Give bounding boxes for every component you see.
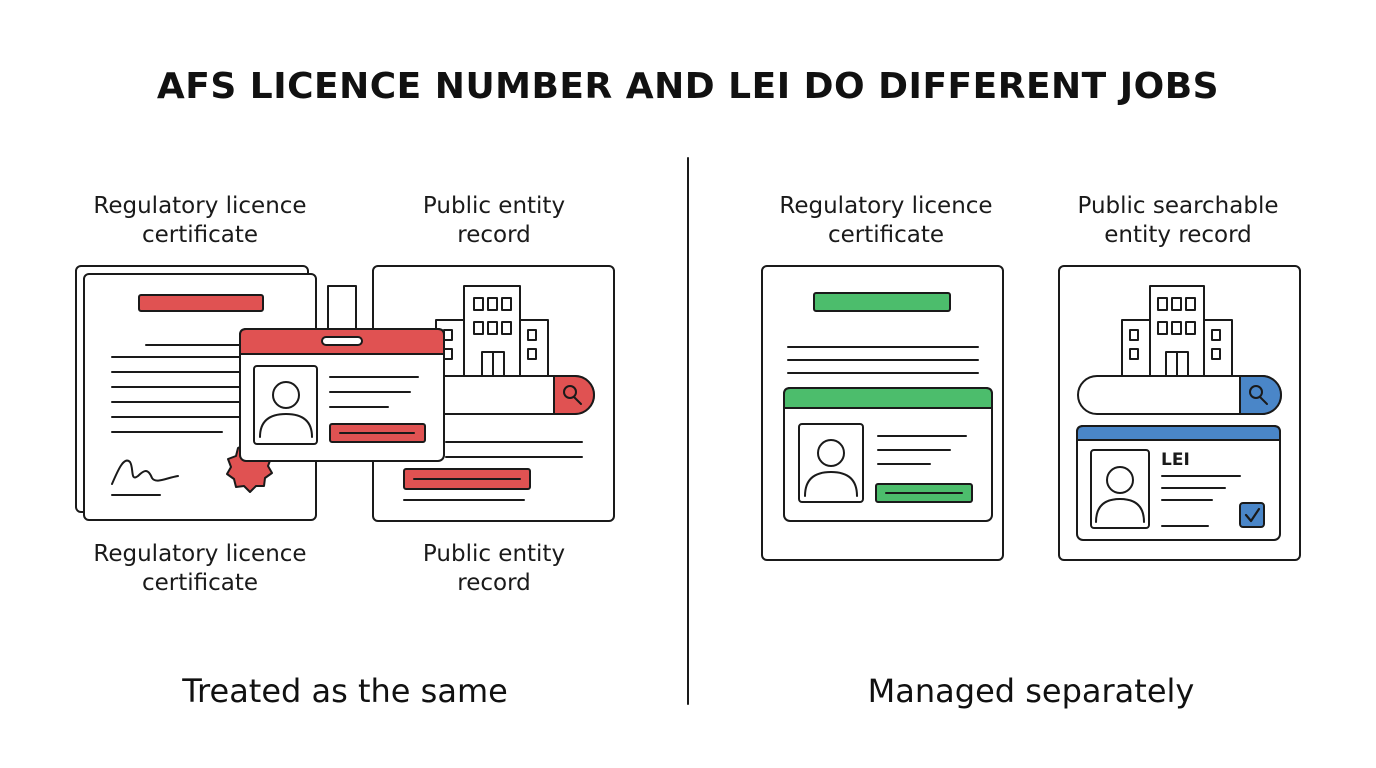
searchable-entity-record-card bbox=[1058, 265, 1301, 561]
person-icon bbox=[259, 381, 313, 438]
left-label-entity-top: Public entity record bbox=[422, 193, 566, 248]
search-bar bbox=[439, 375, 595, 415]
left-label-licence-top: Regulatory licence certificate bbox=[93, 193, 307, 248]
lei-label: LEI bbox=[1161, 450, 1190, 470]
signature-icon bbox=[111, 459, 179, 485]
right-label-entity: Public searchable entity record bbox=[1077, 193, 1279, 248]
search-icon bbox=[1249, 385, 1268, 405]
page-title: AFS LICENCE NUMBER AND LEI DO DIFFERENT … bbox=[156, 66, 1220, 107]
search-bar bbox=[1077, 375, 1282, 415]
right-label-licence: Regulatory licence certificate bbox=[779, 193, 993, 248]
left-label-entity-bottom: Public entity record bbox=[422, 541, 566, 596]
id-badge-icon bbox=[239, 285, 445, 462]
right-caption: Managed separately bbox=[867, 672, 1195, 710]
building-icon bbox=[1121, 285, 1233, 377]
left-caption: Treated as the same bbox=[182, 672, 508, 710]
person-icon bbox=[1095, 466, 1145, 523]
checkbox-checked-icon bbox=[1239, 502, 1265, 528]
search-icon bbox=[563, 385, 582, 405]
person-icon bbox=[804, 439, 858, 497]
left-label-licence-bottom: Regulatory licence certificate bbox=[93, 541, 307, 596]
licence-certificate-card bbox=[761, 265, 1004, 561]
